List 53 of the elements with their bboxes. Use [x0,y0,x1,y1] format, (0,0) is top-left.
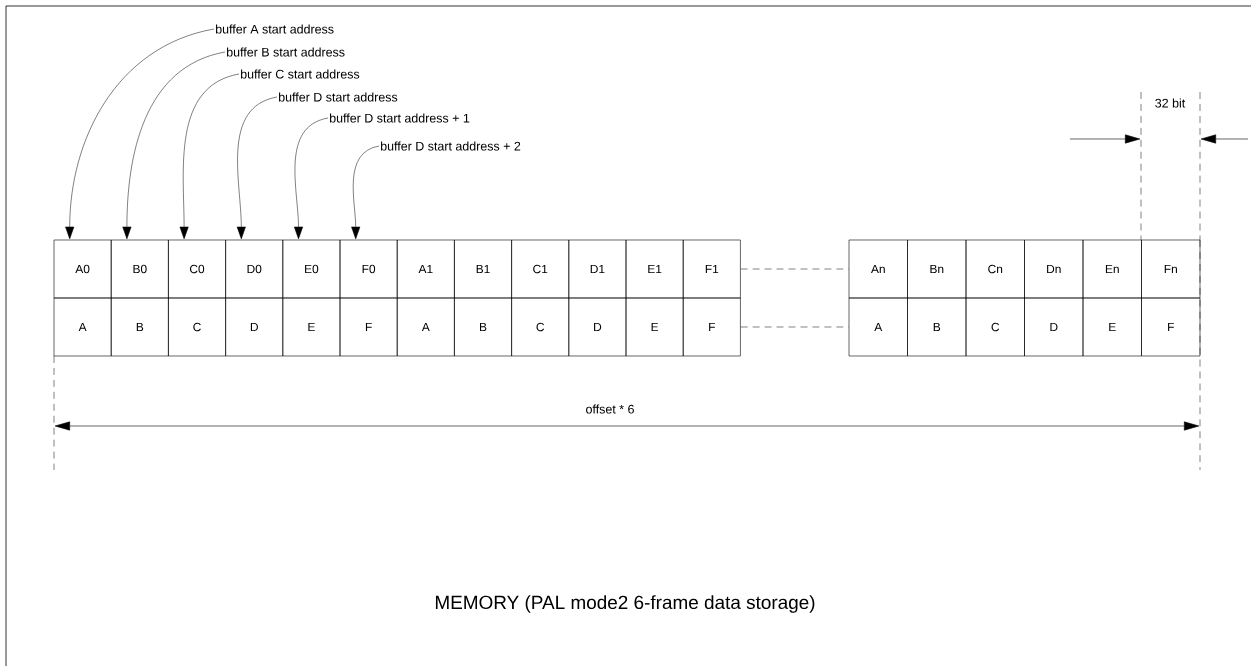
memory-cell: A [396,297,455,357]
leader-arrow [236,96,278,240]
continuation-line [740,268,849,270]
dimension-label: 32 bit [1155,98,1186,108]
memory-cell: A1 [396,239,455,299]
leader-arrow [179,73,240,240]
address-label: buffer A start address [216,24,334,34]
memory-cell: D0 [225,239,284,299]
memory-cell: E1 [625,239,684,299]
dimension-label: offset * 6 [586,404,634,414]
leader-arrow [65,28,215,240]
memory-cell: En [1082,239,1142,299]
address-label: buffer B start address [227,47,345,57]
address-label: buffer D start address + 2 [381,141,521,151]
address-label: buffer C start address [241,69,360,79]
memory-cell: B [454,297,512,357]
memory-cell: B [907,297,967,357]
memory-cell: E0 [282,239,341,299]
address-label: buffer D start address [279,92,398,102]
memory-cell: C [168,297,226,357]
memory-cell: C [511,297,570,357]
continuation-line [740,326,849,328]
memory-cell: A [53,297,112,357]
memory-cell: F0 [339,239,398,299]
memory-cell: F [339,297,398,357]
memory-cell: C0 [168,239,226,299]
memory-cell: Cn [965,239,1025,299]
memory-cell: F [1141,297,1201,357]
leader-arrow [351,145,380,240]
memory-cell: B1 [454,239,512,299]
memory-cell: D [225,297,284,357]
memory-cell: Bn [907,239,967,299]
memory-cell: F [682,297,741,357]
caption: MEMORY (PAL mode2 6-frame data storage) [435,595,815,613]
memory-cell: D [1024,297,1084,357]
address-label: buffer D start address + 1 [330,113,470,123]
memory-cell: C [965,297,1025,357]
memory-cell: A [848,297,908,357]
memory-cell: C1 [511,239,570,299]
memory-cell: D [568,297,627,357]
memory-cell: Fn [1141,239,1201,299]
memory-cell: Dn [1024,239,1084,299]
memory-cell: E [282,297,341,357]
memory-cell: E [625,297,684,357]
memory-cell: E [1082,297,1142,357]
leader-arrow [294,117,329,240]
memory-cell: B [110,297,169,357]
memory-cell: D1 [568,239,627,299]
memory-cell: F1 [682,239,741,299]
memory-cell: B0 [110,239,169,299]
leader-arrow [122,51,226,240]
memory-cell: A0 [53,239,112,299]
memory-cell: An [848,239,908,299]
